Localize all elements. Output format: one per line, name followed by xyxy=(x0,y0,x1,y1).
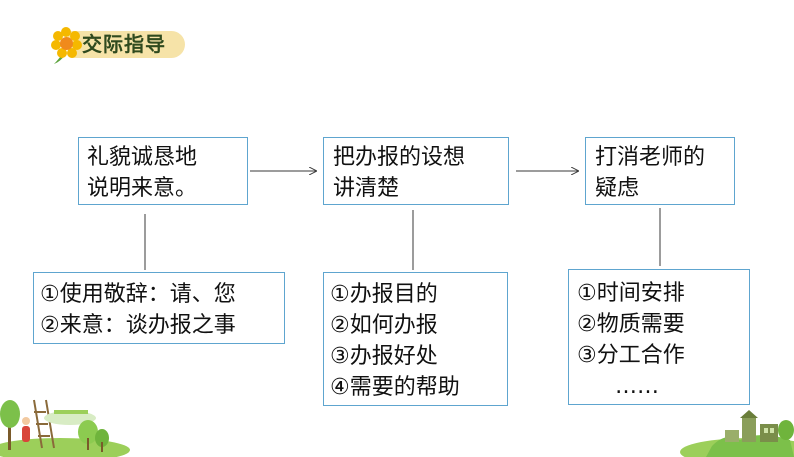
detail-item: ①办报目的 xyxy=(330,282,438,307)
detail-item: ②物质需要 xyxy=(577,312,685,337)
flow-box-text: 疑虑 xyxy=(595,176,640,201)
detail-item: ①时间安排 xyxy=(577,281,685,306)
detail-item: ①使用敬辞：请、您 xyxy=(40,282,236,307)
detail-item: ②如何办报 xyxy=(330,313,438,338)
detail-box-3: ①时间安排 ②物质需要 ③分工合作 …… xyxy=(568,269,750,405)
sunflower-icon xyxy=(51,27,82,64)
park-scene-icon xyxy=(0,399,130,457)
detail-box-2: ①办报目的 ②如何办报 ③办报好处 ④需要的帮助 xyxy=(323,272,508,406)
flow-box-text: 讲清楚 xyxy=(333,176,400,201)
detail-item: …… xyxy=(615,374,659,399)
flow-box-1: 礼貌诚恳地 说明来意。 xyxy=(78,137,248,205)
village-scene-icon xyxy=(680,410,794,457)
detail-item: ②来意：谈办报之事 xyxy=(40,313,236,338)
flow-box-text: 把办报的设想 xyxy=(333,145,466,170)
flow-box-2: 把办报的设想 讲清楚 xyxy=(323,137,509,205)
section-badge: 交际指导 xyxy=(50,26,185,64)
flow-box-text: 礼貌诚恳地 xyxy=(87,145,198,170)
flow-box-text: 说明来意。 xyxy=(87,176,198,201)
badge-background xyxy=(68,31,185,58)
detail-box-1: ①使用敬辞：请、您 ②来意：谈办报之事 xyxy=(33,272,285,344)
detail-item: ③办报好处 xyxy=(330,344,438,369)
flow-box-text: 打消老师的 xyxy=(595,145,706,170)
flow-box-3: 打消老师的 疑虑 xyxy=(585,137,735,205)
detail-item: ④需要的帮助 xyxy=(330,375,460,400)
badge-label: 交际指导 xyxy=(82,32,166,56)
detail-item: ③分工合作 xyxy=(577,343,685,368)
